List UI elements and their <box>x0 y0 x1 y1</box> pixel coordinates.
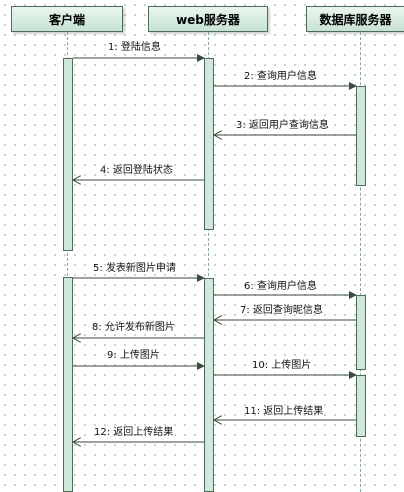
lifeline-client <box>67 32 68 492</box>
message-label-1: 1: 登陆信息 <box>108 42 161 53</box>
message-label-4: 4: 返回登陆状态 <box>100 165 173 176</box>
activation-db-1 <box>356 86 366 186</box>
message-label-12: 12: 返回上传结果 <box>94 427 174 438</box>
message-label-2: 2: 查询用户信息 <box>244 71 317 82</box>
message-label-9: 9: 上传图片 <box>107 350 160 361</box>
participant-web-server: web服务器 <box>148 6 268 32</box>
participant-database-server: 数据库服务器 <box>306 6 404 32</box>
activation-db-3 <box>356 375 366 437</box>
participant-client: 客户端 <box>11 6 123 32</box>
message-label-10: 10: 上传图片 <box>252 360 312 371</box>
activation-db-2 <box>356 295 366 370</box>
lifeline-web-server <box>208 32 209 492</box>
message-label-3: 3: 返回用户查询信息 <box>236 120 329 131</box>
message-label-7: 7: 返回查询昵信息 <box>240 305 323 316</box>
activation-web-1 <box>204 58 214 230</box>
activation-client-1 <box>63 58 73 251</box>
message-label-5: 5: 发表新图片申请 <box>93 263 176 274</box>
message-label-11: 11: 返回上传结果 <box>244 406 324 417</box>
message-label-6: 6: 查询用户信息 <box>244 281 317 292</box>
lifeline-database-server <box>360 32 361 492</box>
message-label-8: 8: 允许发布新图片 <box>92 322 175 333</box>
